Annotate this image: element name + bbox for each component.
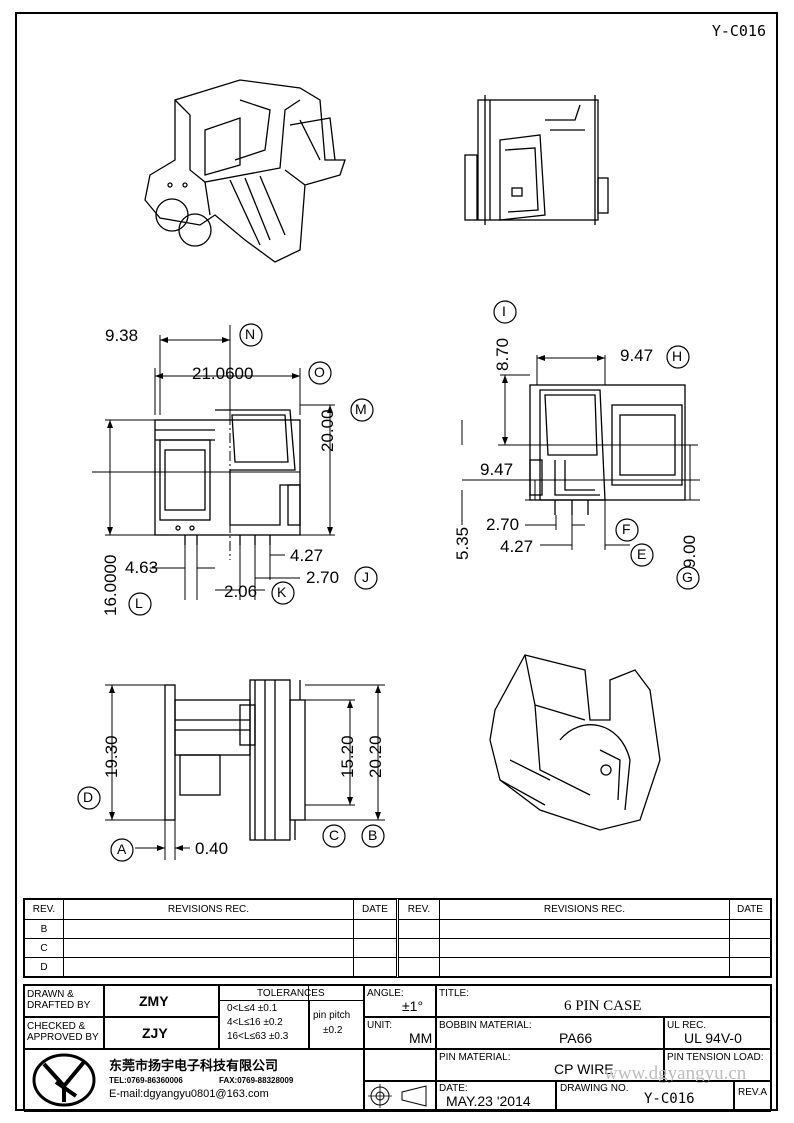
tolerances-label: TOLERANCES [257,988,325,999]
isometric-view-top-left [144,79,346,263]
callout-H: H [672,348,683,364]
callout-circles [77,300,700,862]
dim-4-27-right: 4.27 [500,537,534,556]
bobbin-material-label: BOBBIN MATERIAL: [439,1020,532,1031]
callout-B: B [368,827,378,843]
dim-4-27: 4.27 [290,546,324,565]
title-block: DRAWN & DRAFTED BY ZMY CHECKED & APPROVE… [23,984,772,1112]
top-view-mid-left [154,409,301,545]
dim-2-70-right: 2.70 [486,515,520,534]
front-view-top-right [464,95,609,225]
ul-rec-value: UL 94V-0 [684,1030,742,1046]
dim-21-06: 21.0600 [192,364,254,383]
drawing-no-label: DRAWING NO. [560,1083,629,1094]
side-view-bottom-left [164,679,306,841]
callout-J: J [362,569,369,585]
dim-9-47-mid: 9.47 [480,460,514,479]
rev-header-right: REV. [396,899,440,920]
pin-material-label: PIN MATERIAL: [439,1052,511,1063]
drawn-value: ZMY [139,993,169,1009]
drawing-number-top: Y-C016 [711,22,766,40]
callout-N: N [245,326,256,342]
rev-label: REV.A [738,1087,768,1098]
revisions-header: REVISIONS REC. [63,899,354,920]
date-value: MAY.23 '2014 [446,1093,531,1109]
bobbin-material-value: PA66 [559,1030,593,1046]
dim-2-70: 2.70 [306,568,340,587]
arrowheads [107,337,605,851]
unit-value: MM [409,1030,433,1046]
tolerance-3: 16<L≤63 ±0.3 [227,1031,289,1042]
company-name: 东莞市扬宇电子科技有限公司 [109,1058,279,1073]
rev-row-b: B [24,919,64,939]
dim-20-20: 20.20 [366,735,385,778]
revisions-header-right: REVISIONS REC. [439,899,730,920]
rev-row-d: D [24,957,64,977]
drawn-label: DRAWN & DRAFTED BY [27,989,91,1011]
tolerance-2: 4<L≤16 ±0.2 [227,1017,283,1028]
isometric-view-bottom-right [489,654,661,831]
callout-I: I [502,303,506,319]
date-header-right: DATE [729,899,771,920]
angle-value: ±1° [402,998,424,1014]
rev-row-c: C [24,938,64,958]
pin-pitch-value: ±0.2 [323,1025,343,1036]
company-logo-icon [32,1053,96,1107]
dim-8-70: 8.70 [493,337,512,371]
title-label: TITLE: [439,988,470,999]
top-view-mid-right [529,384,686,515]
callout-G: G [682,569,693,585]
unit-label: UNIT: [367,1020,392,1031]
callout-D: D [83,789,94,805]
dim-5-35: 5.35 [453,526,472,560]
dim-16-0000: 16.0000 [101,554,120,616]
company-fax: FAX:0769-88328009 [219,1076,294,1085]
date-header: DATE [353,899,398,920]
revisions-table: REV. REVISIONS REC. DATE REV. REVISIONS … [23,898,772,978]
company-tel: TEL:0769-86360006 [109,1076,183,1085]
dim-9-38: 9.38 [105,326,139,345]
checked-label: CHECKED & APPROVED BY [27,1021,99,1043]
callout-A: A [117,841,127,857]
callout-F: F [622,521,631,537]
callout-K: K [277,584,287,600]
ul-rec-label: UL REC. [667,1020,707,1031]
callout-C: C [329,827,340,843]
dim-15-20: 15.20 [338,735,357,778]
date-label: DATE: [439,1083,468,1094]
callout-M: M [355,401,367,417]
watermark: www.dgyangyu.cn [604,1063,747,1084]
callout-O: O [314,364,325,380]
dim-2-06: 2.06 [224,582,258,601]
title-value: 6 PIN CASE [564,998,642,1014]
rev-header: REV. [24,899,64,920]
company-email: E-mail:dgyangyu0801@163.com [109,1088,269,1100]
dim-0-40: 0.40 [195,839,229,858]
checked-value: ZJY [142,1025,168,1041]
pin-tension-label: PIN TENSION LOAD: [667,1052,764,1063]
drawing-no-value: Y-C016 [644,1091,695,1107]
callout-L: L [135,595,143,611]
dim-4-63: 4.63 [125,558,159,577]
dim-9-00: 9.00 [680,534,699,568]
dim-9-47-top: 9.47 [620,346,654,365]
dim-20-00: 20.00 [318,409,337,452]
pin-pitch-label: pin pitch [313,1010,351,1021]
dimension-lines [92,325,700,860]
callout-E: E [637,546,647,562]
angle-label: ANGLE: [367,988,404,999]
tolerance-1: 0<L≤4 ±0.1 [227,1003,278,1014]
projection-symbol-icon [368,1084,427,1108]
dim-19-30: 19.30 [102,735,121,778]
pin-material-value: CP WIRE [554,1061,614,1077]
